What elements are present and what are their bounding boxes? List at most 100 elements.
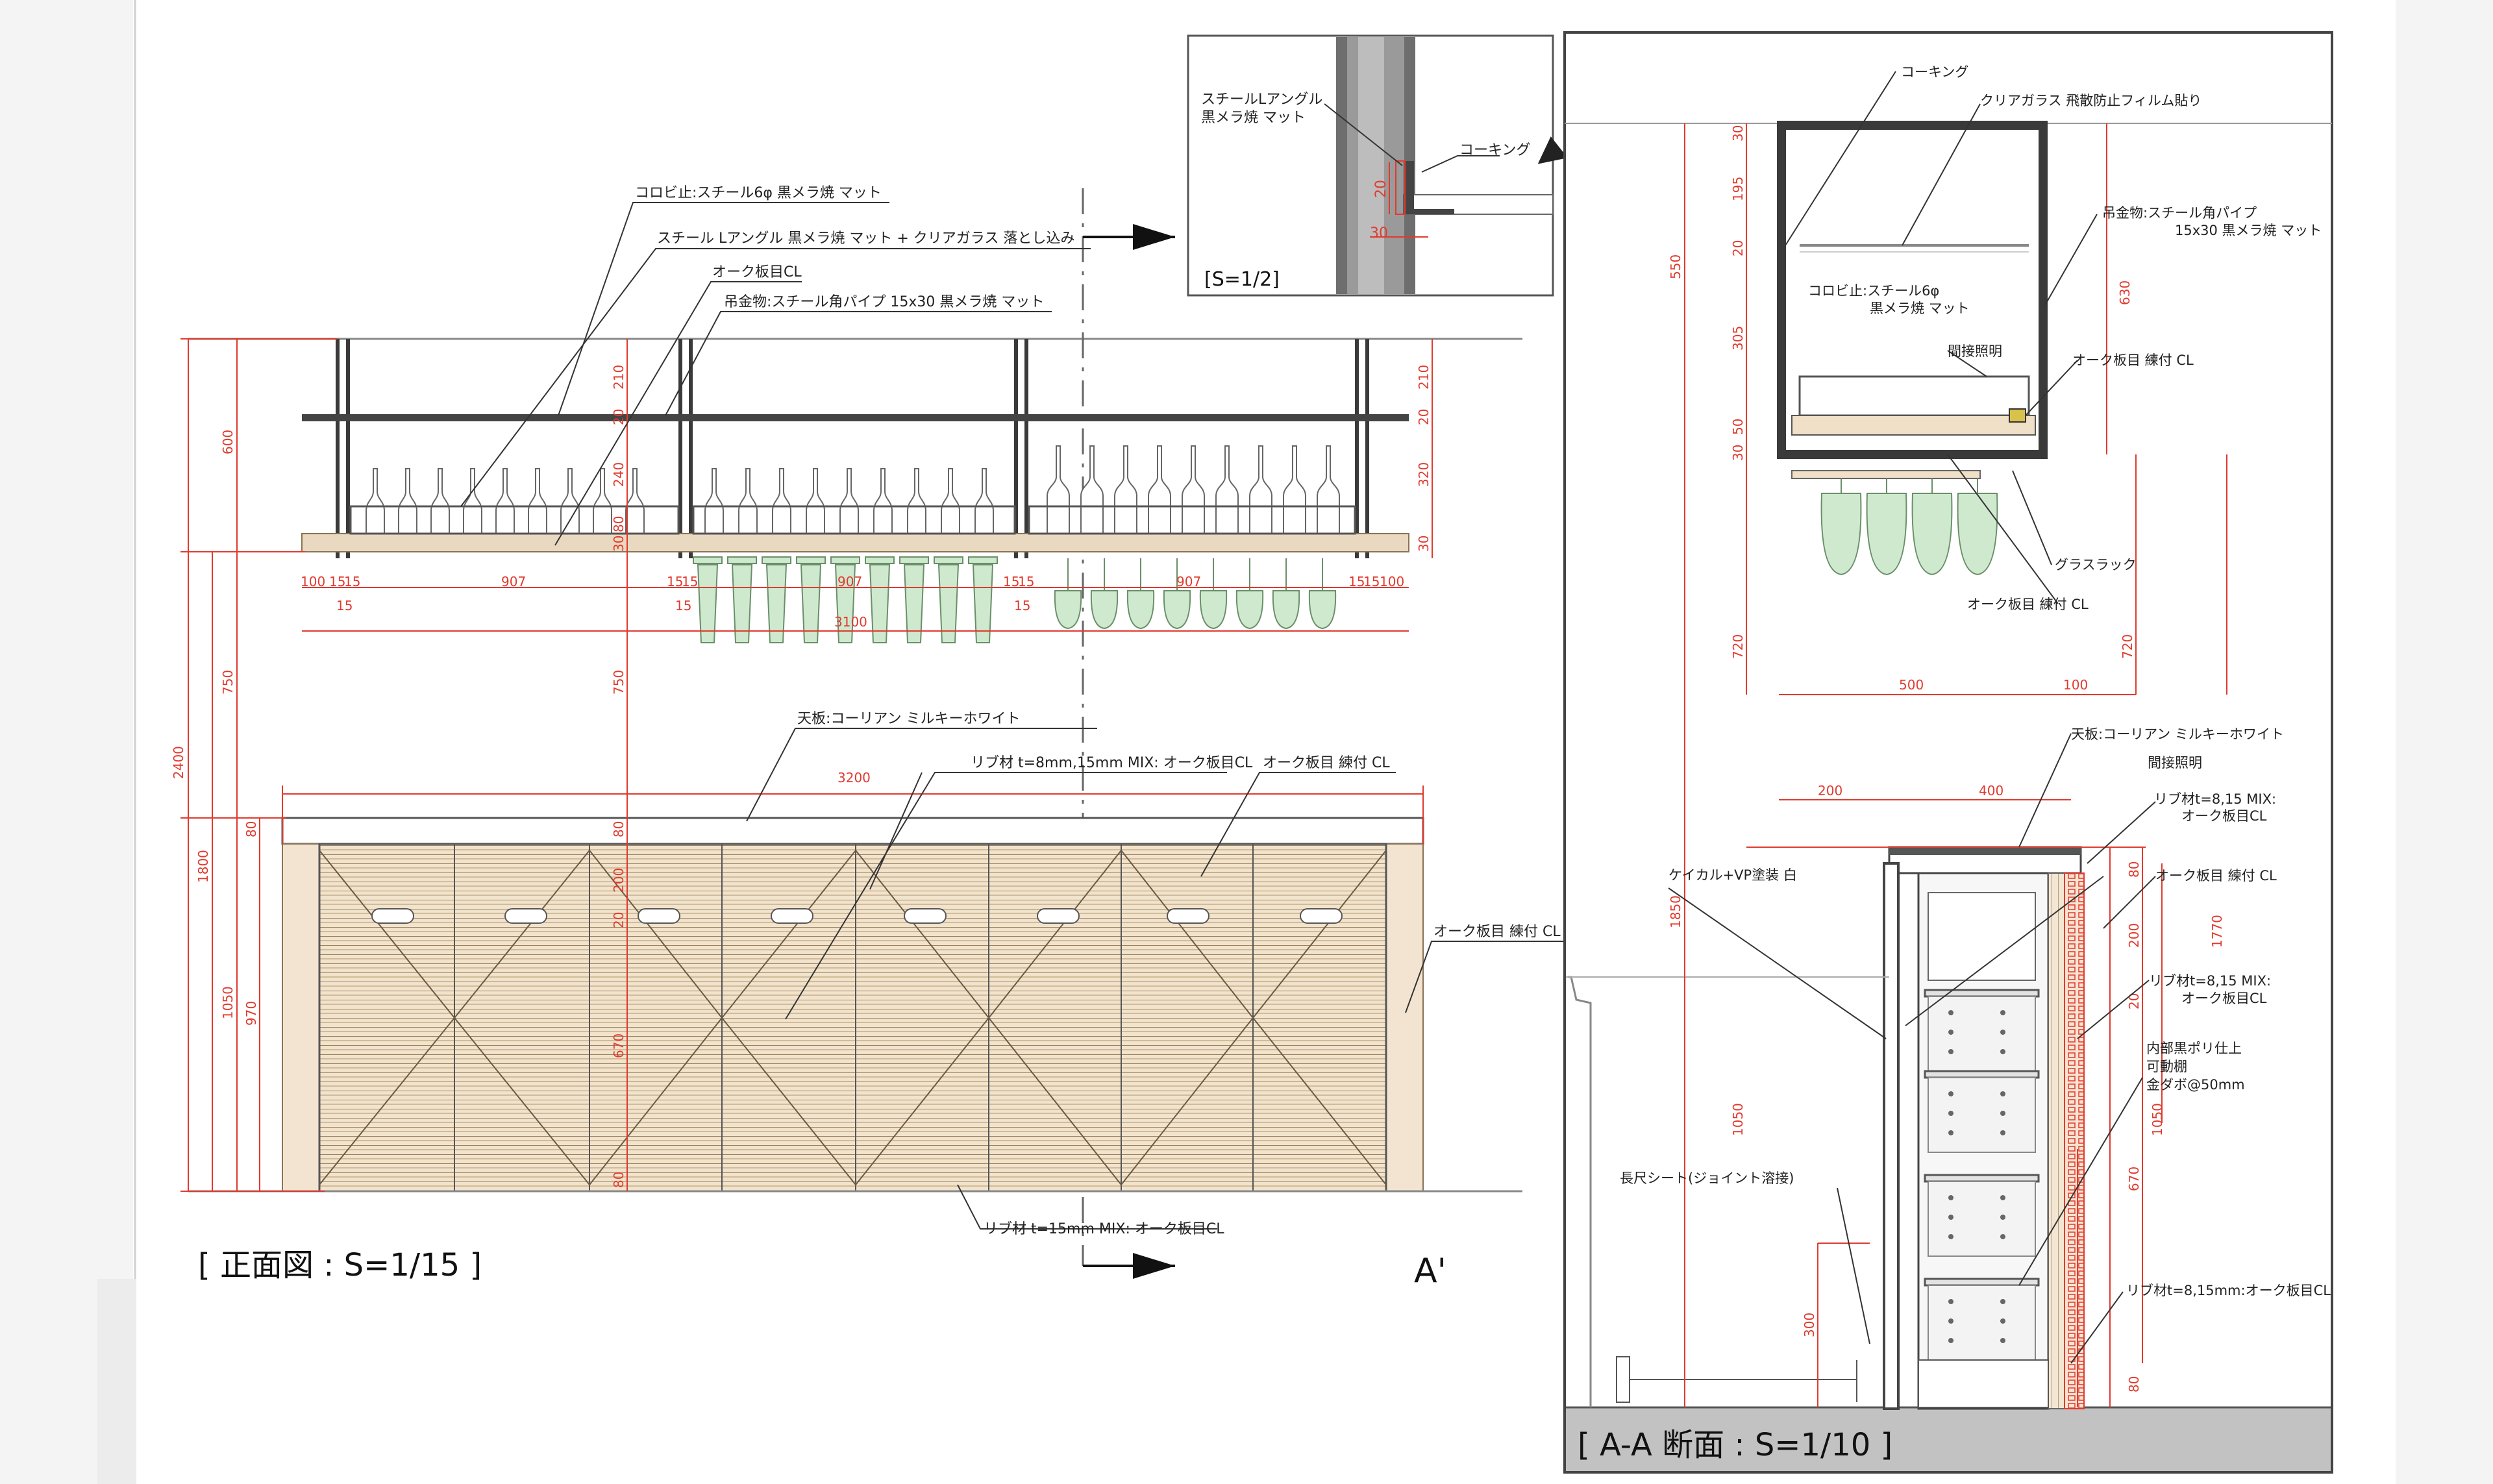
- sec-note-oak-veneer-rack: オーク板目 練付 CL: [1967, 597, 2089, 612]
- hanging-glass: [937, 564, 960, 643]
- movable-shelf: [1924, 1070, 2040, 1079]
- bottle: [839, 468, 859, 534]
- sec-note-rib-2b: オーク板目CL: [2181, 991, 2267, 1006]
- sec-dim-305: 305: [1730, 326, 1746, 351]
- sec-dim-300: 300: [1802, 1313, 1817, 1337]
- bottle: [1283, 445, 1306, 534]
- sec-note-countertop: 天板:コーリアン ミルキーホワイト: [2071, 726, 2284, 742]
- note-rib-15: リブ材 t=15mm MIX: オーク板目CL: [984, 1221, 1224, 1237]
- sec-note-indirect-light-top: 間接照明: [1948, 343, 2002, 359]
- dowel-hole: [2000, 1215, 2005, 1220]
- glass-base: [762, 556, 791, 564]
- sec-note-hanging-pipe: 吊金物:スチール角パイプ: [2102, 205, 2257, 221]
- dim-210-b: 210: [1416, 365, 1432, 390]
- dim-907-a: 907: [501, 574, 526, 589]
- bottle: [398, 468, 417, 534]
- sec-dim-1770: 1770: [2209, 915, 2225, 948]
- finger-pull: [504, 908, 547, 924]
- dowel-hole: [2000, 1318, 2005, 1324]
- wine-glass: [1199, 590, 1228, 630]
- dowel-hole: [2000, 1010, 2005, 1015]
- wine-glass: [1054, 590, 1082, 630]
- shelf-bay: [1928, 1285, 2036, 1361]
- dim-3100: 3100: [834, 614, 867, 630]
- sec-dim-720-right: 720: [2120, 634, 2135, 659]
- glass-base: [934, 556, 963, 564]
- dim-320: 320: [1416, 462, 1432, 487]
- dowel-hole: [2000, 1091, 2005, 1096]
- bottle: [873, 468, 893, 534]
- dim-15-11: 15: [1014, 598, 1030, 613]
- wine-glass: [1866, 493, 1907, 576]
- dowel-hole: [1948, 1030, 1953, 1035]
- wine-glass: [1235, 590, 1264, 630]
- wine-glass: [1272, 590, 1300, 630]
- sec-dim-630: 630: [2117, 280, 2133, 305]
- sec-dim-50: 50: [1730, 419, 1746, 435]
- bottle: [560, 468, 580, 534]
- sec-dim-20-v: 20: [2126, 993, 2142, 1009]
- bottle: [1047, 445, 1070, 534]
- hanging-glass: [800, 564, 822, 643]
- sec-note-calcium-board: ケイカル+VP塗装 白: [1668, 867, 1797, 883]
- bottle: [907, 468, 926, 534]
- detail-dim-20: 20: [1373, 180, 1389, 198]
- dim-200: 200: [611, 868, 626, 893]
- dim-3200: 3200: [837, 770, 871, 785]
- note-korobi-stop: コロビ止:スチール6φ 黒メラ焼 マット: [635, 185, 882, 201]
- finger-pull: [1300, 908, 1343, 924]
- bottle: [941, 468, 960, 534]
- bottle: [974, 468, 994, 534]
- dim-15-4: 15: [682, 574, 698, 589]
- dowel-hole: [1948, 1111, 1953, 1116]
- glass-base: [693, 556, 723, 564]
- dim-600: 600: [220, 430, 236, 454]
- section-mark: A': [1414, 1252, 1446, 1291]
- sec-dim-1050-right: 1050: [2150, 1103, 2165, 1136]
- detail-note-caulking: コーキング: [1459, 142, 1530, 158]
- finger-pull: [1037, 908, 1080, 924]
- dim-20-a: 20: [611, 409, 626, 425]
- dim-20-b: 20: [1416, 409, 1432, 425]
- sec-dim-500: 500: [1899, 677, 1924, 693]
- bottle: [1182, 445, 1205, 534]
- front-elevation: [188, 188, 1522, 1279]
- sec-note-oak-veneer-top: オーク板目 練付 CL: [2072, 352, 2194, 368]
- dim-15-6: 15: [1018, 574, 1034, 589]
- dim-907-c: 907: [1176, 574, 1201, 589]
- bottle: [1249, 445, 1272, 534]
- finger-pull: [1167, 908, 1209, 924]
- note-steel-angle-glass: スチール Lアングル 黒メラ焼 マット + クリアガラス 落とし込み: [657, 230, 1074, 247]
- dowel-hole: [2000, 1195, 2005, 1200]
- sec-note-indirect-light: 間接照明: [2148, 755, 2202, 771]
- dim-15-10: 15: [675, 598, 691, 613]
- hanging-glass: [765, 564, 788, 643]
- sec-note-long-sheet: 長尺シート(ジョイント溶接): [1620, 1170, 1794, 1186]
- wine-glass: [1820, 493, 1862, 576]
- bottle: [625, 468, 645, 534]
- sec-note-glass-rack: グラスラック: [2055, 557, 2137, 573]
- dim-20-center: 20: [611, 912, 626, 928]
- wine-glass: [1957, 493, 1998, 576]
- wine-glass: [1163, 590, 1191, 630]
- dowel-hole: [1948, 1195, 1953, 1200]
- hanging-glass: [697, 564, 719, 643]
- detail-note-angle: スチールLアングル: [1201, 92, 1322, 108]
- dim-1050: 1050: [220, 986, 236, 1019]
- glass-base: [830, 556, 860, 564]
- bottle: [704, 468, 724, 534]
- glass-base: [727, 556, 757, 564]
- sec-note-clear-glass: クリアガラス 飛散防止フィルム貼り: [1980, 93, 2202, 108]
- dim-100-right: 100: [1380, 574, 1404, 589]
- sec-note-caulking: コーキング: [1901, 64, 1968, 80]
- dowel-hole: [1948, 1234, 1953, 1239]
- dim-907-b: 907: [837, 574, 862, 589]
- shelf-bay: [1928, 996, 2036, 1072]
- bottle: [1215, 445, 1239, 534]
- dowel-hole: [1948, 1338, 1953, 1343]
- dim-750-center: 750: [611, 670, 626, 695]
- dowel-hole: [1948, 1091, 1953, 1096]
- bottle: [593, 468, 612, 534]
- sec-dim-200-v: 200: [2126, 923, 2142, 948]
